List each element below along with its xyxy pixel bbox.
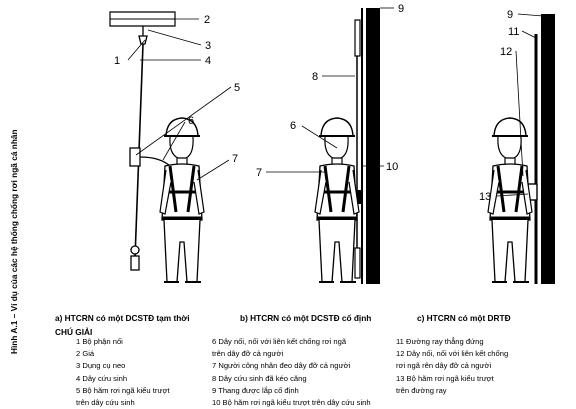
legend-item: trên dây đỡ cả người <box>212 349 284 359</box>
callout-3: 3 <box>205 40 211 52</box>
legend-item: trên dây cứu sinh <box>76 397 135 407</box>
legend-col-1: 1 Bộ phận nối 2 Giá 3 Dụng cụ neo 4 Dây … <box>76 336 170 409</box>
legend-item: 10 Bộ hãm rơi ngã kiểu trượt trên dây cứ… <box>212 397 371 407</box>
legend-item: rơi ngã rên dây đỡ cả người <box>396 361 492 371</box>
caption-b: b) HTCRN có một DCSTĐ cố định <box>240 313 372 323</box>
callout-7b: 7 <box>256 167 262 179</box>
legend-item: trên đường ray <box>396 385 447 395</box>
callout-11: 11 <box>508 26 519 38</box>
scene-c <box>486 13 555 284</box>
wall <box>541 14 555 284</box>
scene-b <box>266 7 394 284</box>
legend-item: 6 Dây nối, nối với liên kết chống rơi ng… <box>212 337 347 346</box>
callout-9c: 9 <box>507 9 513 21</box>
legend-col-3: 11 Đường ray thẳng đứng 12 Dây nối, nối … <box>396 336 508 397</box>
legend-item: 13 Bộ hãm rơi ngã kiểu trượt <box>396 373 494 383</box>
legend-col-2: 6 Dây nối, nối với liên kết chống rơi ng… <box>212 336 371 409</box>
callout-6b: 6 <box>290 120 296 132</box>
counterweight <box>130 255 140 271</box>
legend-item: 12 Dây nối, nối với liên kết chống <box>396 349 509 359</box>
legend-item: 5 Bộ hãm rơi ngã kiểu trượt <box>76 385 170 395</box>
rope-grab <box>129 147 141 167</box>
anchor-device <box>138 26 148 45</box>
callout-8: 8 <box>312 71 318 83</box>
callout-6: 6 <box>188 115 194 127</box>
callout-4: 4 <box>205 55 211 67</box>
side-title: Hình A.1 – Ví dụ của các hệ thống chống … <box>9 129 19 354</box>
legend-item: 4 Dây cứu sinh <box>76 373 128 383</box>
legend-item: 8 Dây cứu sinh đã kéo căng <box>212 373 307 383</box>
callout-7: 7 <box>232 153 238 165</box>
scene-a <box>109 11 232 284</box>
caption-a: a) HTCRN có một DCSTĐ tạm thời <box>55 313 190 323</box>
callout-12: 12 <box>500 46 512 58</box>
legend-item: 1 Bộ phận nối <box>76 337 123 346</box>
callout-2: 2 <box>204 14 210 26</box>
callout-9: 9 <box>398 3 404 15</box>
legend-item: 9 Thang được lắp cố định <box>212 385 299 395</box>
beam-support <box>109 11 176 27</box>
callout-13: 13 <box>479 191 491 203</box>
legend-title: CHÚ GIẢI <box>55 327 93 337</box>
callout-10: 10 <box>386 161 398 173</box>
legend-item: 2 Giá <box>76 349 95 359</box>
legend-item: 3 Dụng cụ neo <box>76 361 126 371</box>
callout-5: 5 <box>234 82 240 94</box>
legend-item: 11 Đường ray thẳng đứng <box>396 337 484 346</box>
wall <box>366 8 380 284</box>
lanyard <box>139 156 171 167</box>
caption-c: c) HTCRN có một DRTĐ <box>417 313 511 323</box>
callout-1: 1 <box>114 55 120 67</box>
legend-item: 7 Người công nhân đeo dây đỡ cả người <box>212 361 351 371</box>
